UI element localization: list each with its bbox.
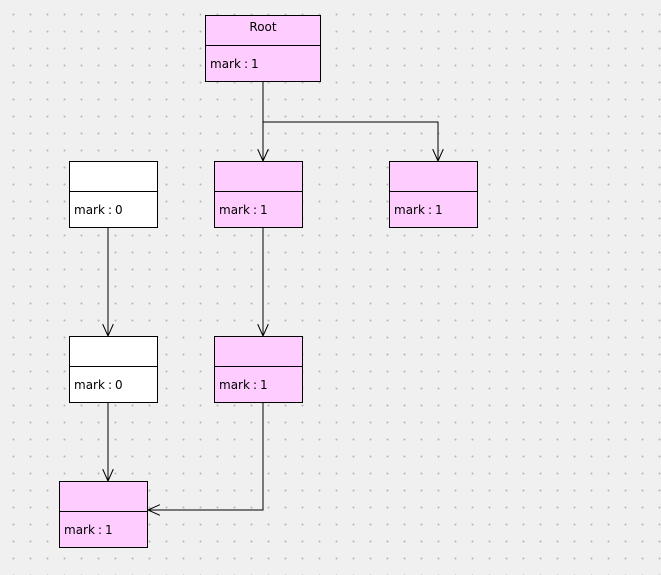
node-n5[interactable]: mark:1 <box>214 336 303 403</box>
node-name <box>390 162 477 192</box>
attribute-key: mark <box>210 56 241 71</box>
arrowhead-root-to-n1 <box>257 148 269 163</box>
attribute-value: 1 <box>104 522 113 537</box>
arrowhead-n4-to-n6 <box>102 468 114 483</box>
arrowhead-n3-to-n4 <box>102 323 114 338</box>
attribute-key: mark <box>74 202 105 217</box>
attribute-key: mark <box>74 377 105 392</box>
attribute-key: mark <box>64 522 95 537</box>
attribute-value: 1 <box>434 202 443 217</box>
node-attribute: mark:0 <box>70 367 157 402</box>
node-attribute: mark:1 <box>215 367 302 402</box>
node-name: Root <box>206 16 320 46</box>
node-n4[interactable]: mark:0 <box>69 336 158 403</box>
arrowhead-root-to-n2 <box>432 148 444 163</box>
attribute-value: 1 <box>259 202 268 217</box>
attribute-separator: : <box>107 202 112 217</box>
node-attribute: mark:1 <box>206 46 320 81</box>
arrowhead-n1-to-n5 <box>257 323 269 338</box>
attribute-separator: : <box>427 202 432 217</box>
attribute-key: mark <box>219 202 250 217</box>
node-attribute: mark:1 <box>60 512 147 547</box>
attribute-separator: : <box>243 56 248 71</box>
arrowhead-n5-to-n6 <box>146 504 161 516</box>
edge-n5-to-n6 <box>148 403 264 511</box>
attribute-value: 1 <box>259 377 268 392</box>
attribute-separator: : <box>252 377 257 392</box>
node-n3[interactable]: mark:0 <box>69 161 158 228</box>
attribute-separator: : <box>107 377 112 392</box>
attribute-value: 1 <box>250 56 259 71</box>
attribute-separator: : <box>252 202 257 217</box>
edge-root-to-n2 <box>262 82 439 161</box>
node-name <box>215 162 302 192</box>
attribute-key: mark <box>219 377 250 392</box>
node-attribute: mark:0 <box>70 192 157 227</box>
node-name <box>215 337 302 367</box>
node-n2[interactable]: mark:1 <box>389 161 478 228</box>
node-name <box>70 162 157 192</box>
attribute-key: mark <box>394 202 425 217</box>
node-n1[interactable]: mark:1 <box>214 161 303 228</box>
attribute-value: 0 <box>114 377 123 392</box>
node-attribute: mark:1 <box>390 192 477 227</box>
attribute-separator: : <box>97 522 102 537</box>
node-name <box>60 482 147 512</box>
node-n6[interactable]: mark:1 <box>59 481 148 548</box>
attribute-value: 0 <box>114 202 123 217</box>
node-name <box>70 337 157 367</box>
node-attribute: mark:1 <box>215 192 302 227</box>
